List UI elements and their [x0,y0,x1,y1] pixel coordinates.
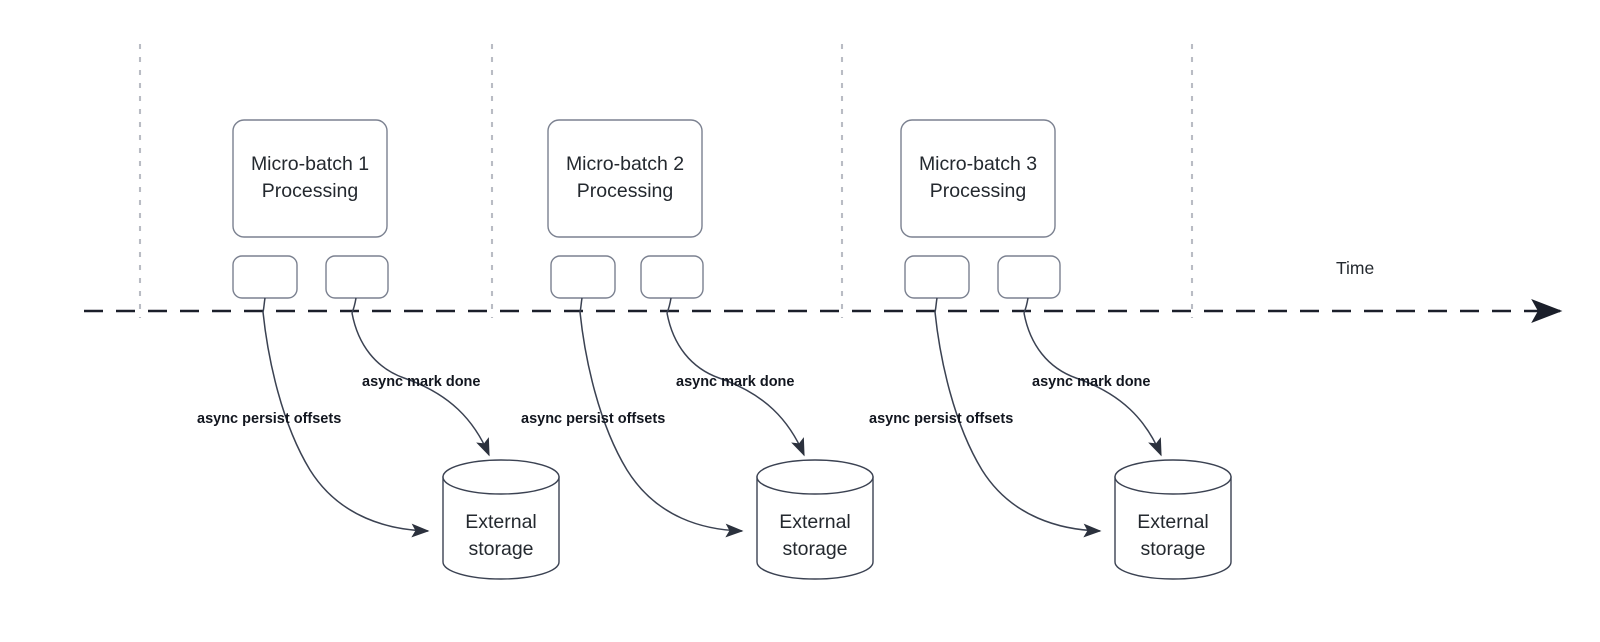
micro-batch-3-mark-done-arrow [1023,312,1162,457]
time-axis: Time [84,258,1563,323]
external-storage-3-top [1114,459,1232,495]
micro-batch-2-mark-done-label: async mark done [676,374,794,390]
micro-batch-group-3: Micro-batch 3 Processing async persist o… [869,119,1232,580]
external-storage-2-label-line1: External [779,511,851,533]
micro-batch-2-box[interactable] [547,119,703,238]
external-storage-2-top [756,459,874,495]
external-storage-cylinder-1[interactable]: External storage [442,459,560,580]
micro-batch-3-label-line2: Processing [930,180,1026,202]
micro-batch-1-task-box-left[interactable] [232,255,298,299]
micro-batch-3-markdone-stem [1023,297,1029,314]
micro-batch-1-persist-stem [262,297,266,313]
micro-batch-2-persist-offsets-arrow [579,311,744,538]
time-axis-label: Time [1336,258,1374,278]
micro-batch-2-mark-done-arrow [666,312,805,457]
micro-batch-1-markdone-stem [351,297,357,314]
micro-batch-2-label-line1: Micro-batch 2 [566,153,684,175]
external-storage-3-body [1114,476,1232,580]
micro-batch-3-box[interactable] [900,119,1056,238]
micro-batch-1-persist-offsets-label: async persist offsets [197,411,341,427]
micro-batch-2-label-line2: Processing [577,180,673,202]
micro-batch-2-markdone-stem [666,297,672,314]
micro-batch-1-label-line1: Micro-batch 1 [251,153,369,175]
micro-batch-1-persist-offsets-arrow [262,311,430,538]
micro-batch-3-persist-offsets-label: async persist offsets [869,411,1013,427]
external-storage-3-label-line1: External [1137,511,1209,533]
external-storage-2-label-line2: storage [782,538,847,560]
micro-batch-1-label-line2: Processing [262,180,358,202]
micro-batch-group-2: Micro-batch 2 Processing async persist o… [521,119,874,580]
micro-batch-3-task-box-left[interactable] [904,255,970,299]
external-storage-3-label-line2: storage [1140,538,1205,560]
external-storage-1-label-line2: storage [468,538,533,560]
micro-batch-3-persist-offsets-arrow [934,311,1102,538]
micro-batch-1-mark-done-label: async mark done [362,374,480,390]
micro-batch-2-task-box-right[interactable] [640,255,704,299]
external-storage-2-body [756,476,874,580]
micro-batch-1-box[interactable] [232,119,388,238]
micro-batch-group-1: Micro-batch 1 Processing async persist o… [197,119,560,580]
micro-batch-1-mark-done-arrow [351,312,490,457]
micro-batch-1-task-box-right[interactable] [325,255,389,299]
external-storage-cylinder-2[interactable]: External storage [756,459,874,580]
micro-batch-3-persist-stem [934,297,938,313]
external-storage-cylinder-3[interactable]: External storage [1114,459,1232,580]
external-storage-1-body [442,476,560,580]
micro-batch-3-mark-done-label: async mark done [1032,374,1150,390]
external-storage-1-top [442,459,560,495]
micro-batch-2-task-box-left[interactable] [550,255,616,299]
micro-batch-3-task-box-right[interactable] [997,255,1061,299]
micro-batch-2-persist-stem [579,297,583,313]
micro-batch-3-label-line1: Micro-batch 3 [919,153,1037,175]
micro-batch-2-persist-offsets-label: async persist offsets [521,411,665,427]
external-storage-1-label-line1: External [465,511,537,533]
